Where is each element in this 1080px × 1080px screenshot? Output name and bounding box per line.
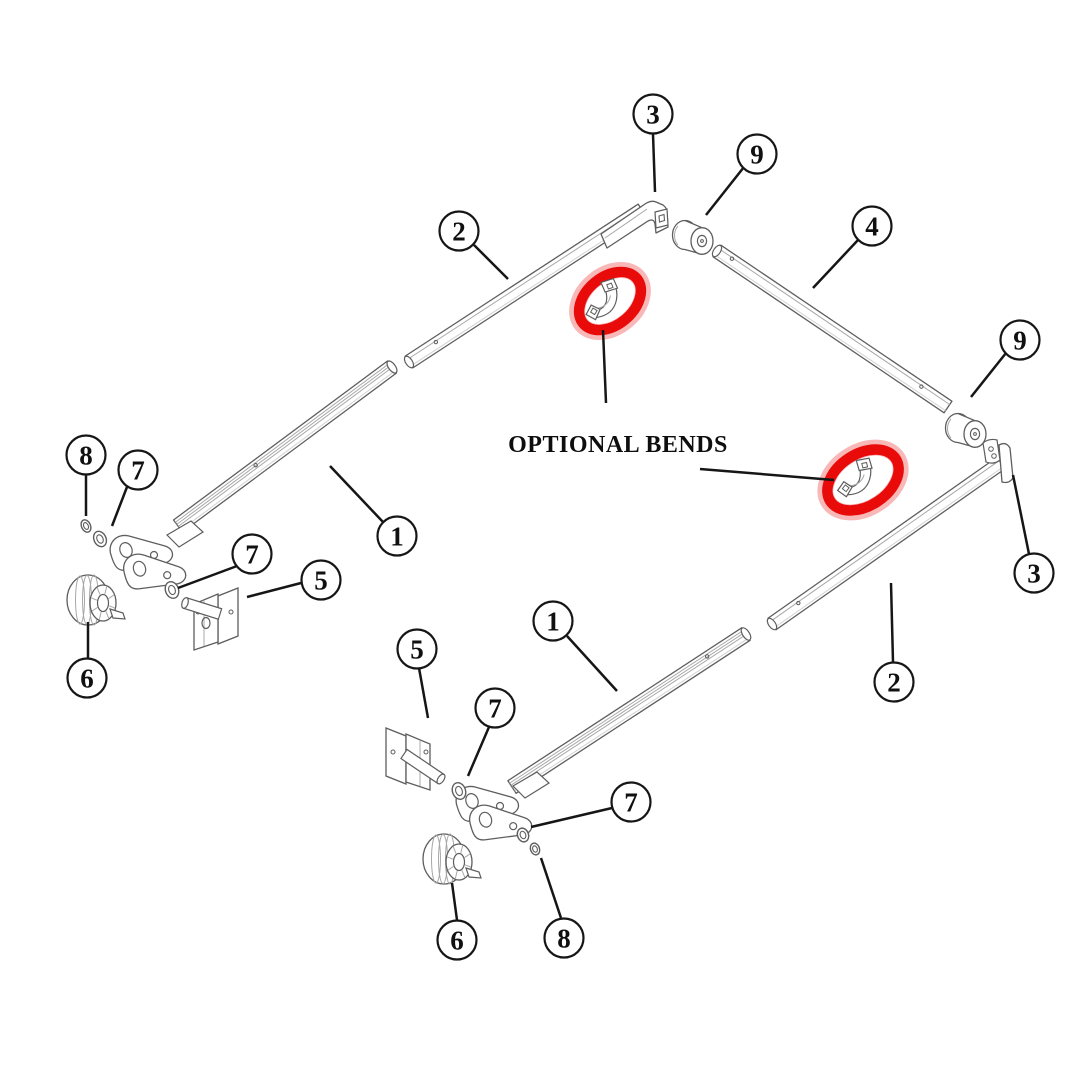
rail-tube (766, 456, 1006, 631)
leader-line (566, 635, 618, 692)
callout-number: 4 (865, 212, 879, 242)
callout-number: 8 (79, 441, 93, 471)
callout-3: 3 (1013, 552, 1055, 594)
callout-9: 9 (736, 133, 778, 175)
rail-tube (403, 203, 647, 369)
bracket-pin (400, 748, 446, 785)
leader-lines-layer (84, 133, 1031, 921)
flat-washer (92, 530, 108, 548)
callout-4: 4 (851, 205, 893, 247)
leader-line (466, 726, 491, 777)
callout-number: 2 (887, 668, 901, 698)
callout-6: 6 (66, 657, 108, 699)
callout-2: 2 (873, 661, 915, 703)
callout-7: 7 (474, 687, 516, 729)
leader-line (699, 467, 835, 482)
hinge-plate (122, 553, 187, 590)
roller-spacer (944, 412, 987, 448)
callout-number: 9 (750, 140, 764, 170)
hinge-plate (468, 804, 533, 841)
hinge-plate-end (109, 520, 204, 590)
corner-elbow-fitting (600, 200, 669, 249)
leader-line (450, 882, 459, 921)
optional-bend-highlight (569, 261, 651, 341)
callout-2: 2 (438, 210, 480, 252)
optional-bends-label: OPTIONAL BENDS (508, 432, 728, 458)
callout-6: 6 (436, 919, 478, 961)
callout-number: 1 (390, 522, 404, 552)
callout-7: 7 (117, 449, 159, 491)
callout-9: 9 (999, 319, 1041, 361)
optional-bends-layer (569, 261, 909, 521)
callout-number: 7 (131, 456, 145, 486)
callout-number: 8 (557, 924, 571, 954)
leader-line (705, 166, 745, 216)
leader-line (177, 564, 238, 590)
roller-spacer (671, 219, 714, 255)
leader-line (970, 352, 1007, 398)
callout-layer: 3 9 2 4 9 8 7 1 7 5 3 1 5 6 2 7 7 6 8 (65, 93, 1055, 961)
bend-elbow-part (585, 277, 619, 321)
hinge-plate-end (455, 771, 550, 841)
thin-washer (80, 519, 92, 533)
callout-5: 5 (300, 559, 342, 601)
callout-number: 7 (624, 788, 638, 818)
callout-number: 3 (1027, 559, 1041, 589)
leader-line (889, 582, 895, 663)
rail-tube (172, 360, 398, 533)
callout-number: 5 (314, 566, 328, 596)
callout-8: 8 (543, 917, 585, 959)
callout-number: 7 (245, 540, 259, 570)
leader-line (246, 581, 302, 599)
optional-bend-highlight (817, 439, 909, 521)
leader-line (329, 465, 384, 523)
callout-number: 1 (546, 607, 560, 637)
callout-3: 3 (632, 93, 674, 135)
leader-line (417, 667, 430, 719)
callout-1: 1 (376, 515, 418, 557)
leader-line (473, 244, 509, 280)
leader-line (812, 239, 859, 289)
callout-number: 5 (410, 635, 424, 665)
rail-tube (507, 627, 752, 794)
callout-number: 7 (488, 694, 502, 724)
leader-line (539, 857, 563, 919)
callout-5: 5 (396, 628, 438, 670)
coil-spring (422, 833, 482, 885)
leader-line (530, 806, 613, 829)
leader-line (601, 329, 608, 404)
thin-washer (529, 842, 541, 856)
callout-number: 2 (452, 217, 466, 247)
leader-line (1011, 474, 1031, 555)
callout-7: 7 (610, 781, 652, 823)
coil-spring (66, 574, 126, 626)
rail-tube (711, 244, 953, 414)
flat-washer (516, 827, 530, 843)
bend-elbow-part (836, 457, 873, 498)
corner-clevis-fitting (982, 438, 1014, 484)
flat-washer (451, 782, 467, 800)
bracket-pin (181, 597, 223, 620)
callout-1: 1 (532, 600, 574, 642)
callout-7: 7 (231, 533, 273, 575)
callout-number: 3 (646, 100, 660, 130)
callout-8: 8 (65, 434, 107, 476)
leader-line (651, 133, 657, 193)
callout-number: 9 (1013, 326, 1027, 356)
callout-number: 6 (80, 664, 94, 694)
callout-number: 6 (450, 926, 464, 956)
parts-layer (66, 200, 1014, 885)
leader-line (110, 486, 129, 527)
